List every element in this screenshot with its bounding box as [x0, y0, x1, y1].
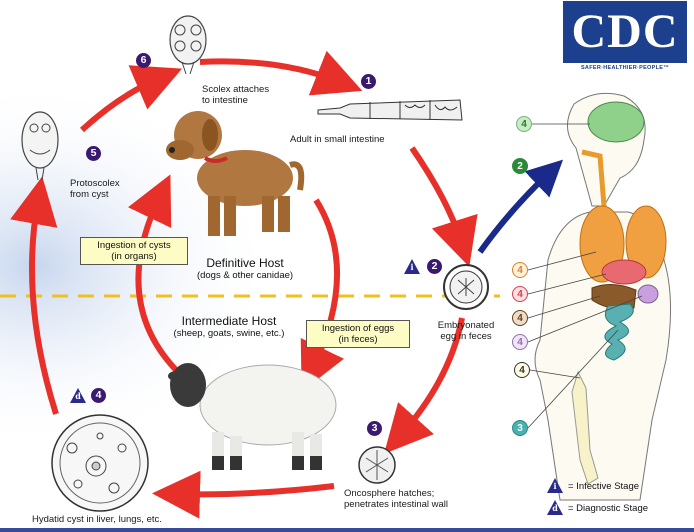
pointer-intestine [527, 329, 619, 429]
arrow-5-to-6 [79, 65, 183, 133]
pointer-liver [527, 295, 601, 319]
cdc-logo-mark: CDC [563, 1, 687, 63]
intermediate-host-block: Intermediate Host (sheep, goats, swine, … [154, 314, 304, 339]
legend-infective-letter: i [553, 481, 557, 491]
bone-organ [571, 370, 599, 485]
legend-diagnostic-letter: d [552, 503, 558, 513]
pointer-spleen [527, 295, 643, 343]
pointer-bone [529, 369, 581, 379]
arrow-2-to-3 [384, 317, 465, 454]
legend-infective-triangle: i [547, 478, 563, 493]
organ-number-liver: 4 [512, 310, 528, 326]
label-oncosphere: Oncosphere hatches; penetrates intestina… [344, 488, 449, 510]
infective-triangle-2: i [404, 259, 420, 274]
cdc-logo-tagline: SAFER·HEALTHIER·PEOPLE™ [580, 65, 670, 71]
arrow-to-human [477, 159, 564, 254]
arrow-1-to-2 [409, 146, 478, 267]
definitive-host-title: Definitive Host [206, 256, 284, 270]
dog-illustration [166, 111, 305, 236]
hydatid-cyst-illustration [51, 414, 149, 512]
arrow-cysts-to-dog [127, 174, 179, 373]
arrow-4-to-5 [10, 176, 59, 415]
arrow-6-to-1 [199, 50, 363, 96]
stage-badge-5: 5 [86, 146, 101, 161]
adult-worm-illustration [317, 99, 463, 121]
pointer-lung [527, 251, 597, 271]
intermediate-host-subtitle: (sheep, goats, swine, etc.) [173, 328, 285, 339]
cdc-logo: CDC SAFER·HEALTHIER·PEOPLE™ [563, 1, 687, 81]
legend-infective-text: = Infective Stage [568, 481, 640, 492]
heart-organ [601, 259, 647, 285]
bottom-bar [0, 528, 694, 532]
label-hydatid-cyst: Hydatid cyst in liver, lungs, etc. [32, 514, 162, 525]
definitive-host-block: Definitive Host (dogs & other canidae) [175, 256, 315, 281]
brain-organ [587, 101, 645, 143]
intermediate-host-title: Intermediate Host [181, 314, 277, 328]
human-illustration [534, 92, 672, 501]
box-ingestion-eggs: Ingestion of eggs (in feces) [306, 320, 410, 348]
organ-number-intestine: 3 [512, 420, 528, 436]
label-protoscolex: Protoscolex from cyst [70, 178, 120, 200]
embryonated-egg-illustration [443, 264, 489, 310]
stage-badge-2: 2 [427, 259, 442, 274]
stage-badge-1: 1 [361, 74, 376, 89]
arrow-3-to-4 [152, 470, 335, 519]
scolex-illustration [169, 15, 207, 75]
box-ingestion-cysts: Ingestion of cysts (in organs) [80, 237, 188, 265]
sheep-illustration [168, 363, 337, 470]
spleen-organ [637, 284, 659, 304]
organ-number-brain: 4 [516, 116, 532, 132]
organ-number-bone: 4 [514, 362, 530, 378]
diagnostic-triangle-4: d [70, 388, 86, 403]
stage-badge-6: 6 [136, 53, 151, 68]
protoscolex-illustration [21, 111, 59, 181]
definitive-host-subtitle: (dogs & other canidae) [196, 270, 294, 281]
label-scolex: Scolex attaches to intestine [202, 84, 270, 106]
label-embryonated-egg: Embryonated egg in feces [437, 320, 495, 342]
legend-diagnostic-text: = Diagnostic Stage [568, 503, 649, 514]
oncosphere-illustration [358, 446, 396, 484]
pointer-heart [527, 273, 607, 295]
stage-badge-3: 3 [367, 421, 382, 436]
label-adult: Adult in small intestine [290, 134, 385, 145]
stage-badge-4: 4 [91, 388, 106, 403]
intestine-organ [604, 303, 634, 361]
infective-letter-2: i [410, 262, 414, 272]
legend-diagnostic-triangle: d [547, 500, 563, 515]
organ-number-spleen: 4 [512, 334, 528, 350]
organ-number-human-2: 2 [512, 158, 528, 174]
organ-number-lung: 4 [512, 262, 528, 278]
diagnostic-letter-4: d [75, 391, 81, 401]
organ-number-heart: 4 [512, 286, 528, 302]
